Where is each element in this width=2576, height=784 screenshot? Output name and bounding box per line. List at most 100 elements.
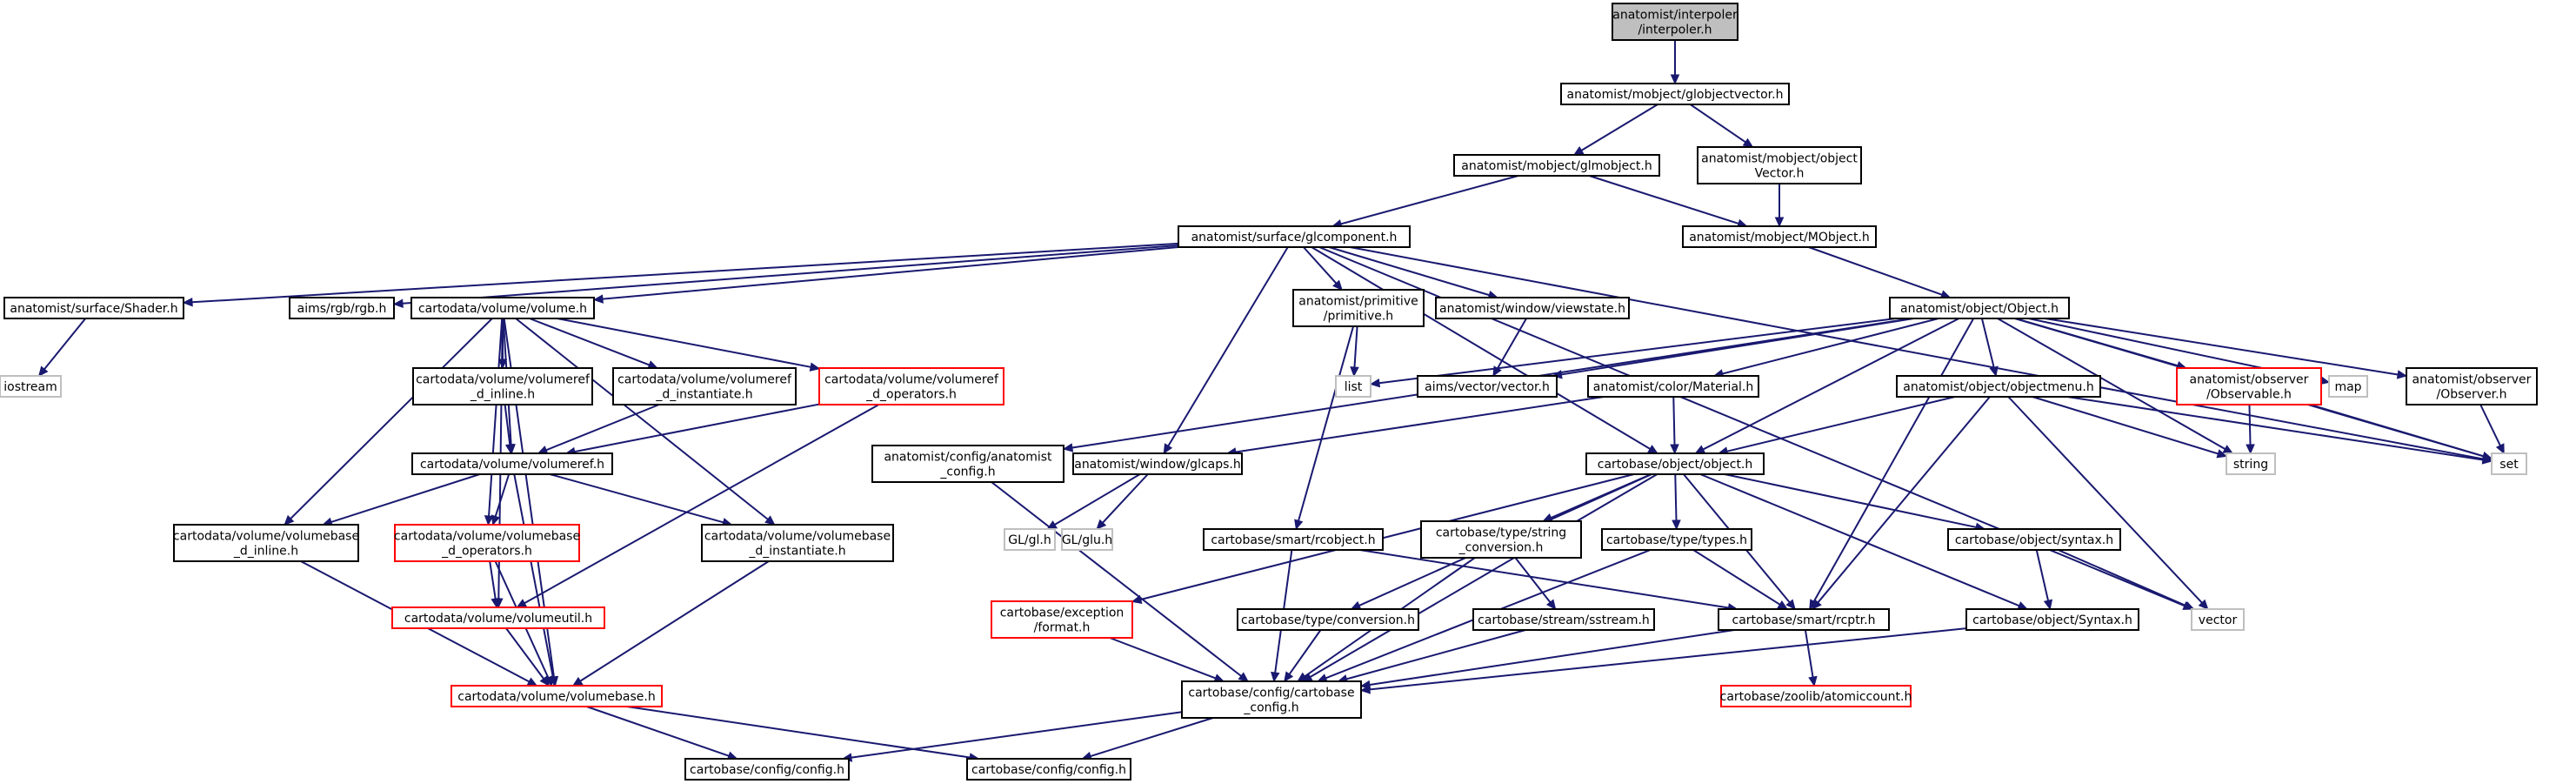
edge-shader-to-iostream [37,318,87,377]
node-mobject[interactable]: anatomist/mobject/MObject.h [1682,225,1877,248]
node-volumeutil[interactable]: cartodata/volume/volumeutil.h [391,606,605,629]
node-set[interactable]: set [2491,452,2527,475]
node-box [701,524,894,562]
node-box [684,758,850,781]
edge-volumeref_operators-to-volumeutil [516,404,879,608]
node-volumeref-instantiate[interactable]: cartodata/volume/volumeref_d_instantiate… [612,367,797,405]
node-config2[interactable]: cartobase/config/config.h [966,758,1131,781]
node-volumebase-operators[interactable]: cartodata/volume/volumebase_d_operators.… [394,524,580,562]
node-conversion[interactable]: cartobase/type/conversion.h [1237,608,1419,631]
node-cartobase-config[interactable]: cartobase/config/cartobase_config.h [1181,680,1362,719]
edge-glcomponent-to-set [1350,246,2493,464]
node-volume[interactable]: cartodata/volume/volume.h [410,297,595,319]
node-glu[interactable]: GL/glu.h [1061,528,1113,551]
node-interpoler[interactable]: anatomist/interpoler/interpoler.h [1612,3,1738,41]
node-box [1453,154,1660,177]
node-box [3,297,184,319]
node-volumeref-operators[interactable]: cartodata/volume/volumeref_d_operators.h [818,367,1004,405]
node-volumebase-inline[interactable]: cartodata/volume/volumebase_d_inline.h [173,524,359,562]
node-observable[interactable]: anatomist/observer/Observable.h [2176,367,2322,405]
node-glmobject[interactable]: anatomist/mobject/glmobject.h [1453,154,1660,177]
node-rgb[interactable]: aims/rgb/rgb.h [289,297,395,319]
node-viewstate[interactable]: anatomist/window/viewstate.h [1435,297,1630,319]
edge-objectmenu-to-vector [2007,396,2209,610]
node-string-conversion[interactable]: cartobase/type/string_conversion.h [1420,520,1582,559]
node-atomiccount[interactable]: cartobase/zoolib/atomiccount.h [1720,685,1912,707]
node-vector[interactable]: vector [2191,608,2245,631]
edge-conversion-to-cartobase_config [1284,629,1322,682]
node-syntax-H[interactable]: cartobase/object/Syntax.h [1965,608,2139,631]
edge-types-to-rcptr [1692,549,1788,610]
edge-glcomponent-to-cb_object [1311,246,1658,454]
node-string[interactable]: string [2226,452,2276,475]
node-box [1203,528,1384,551]
node-label: _d_instantiate.h [748,545,845,559]
node-object-h[interactable]: anatomist/object/Object.h [1889,297,2070,319]
node-rcptr[interactable]: cartobase/smart/rcptr.h [1718,608,1890,631]
node-box [1072,452,1243,475]
edge-rcptr-to-atomiccount [1804,629,1818,687]
node-box [1420,520,1582,559]
node-box [1061,528,1113,551]
node-map[interactable]: map [2328,375,2368,398]
edge-volumebase-to-config1 [586,706,738,761]
node-volumeref[interactable]: cartodata/volume/volumeref.h [411,452,613,475]
node-box [0,375,62,398]
node-label: anatomist/color/Material.h [1593,380,1754,394]
node-types[interactable]: cartobase/type/types.h [1601,528,1752,551]
node-label: anatomist/object/Object.h [1900,302,2059,316]
node-list[interactable]: list [1335,375,1371,398]
node-cb-object[interactable]: cartobase/object/object.h [1585,452,1765,475]
edge-cb_object-to-exception_format [1131,473,1634,604]
node-exception-format[interactable]: cartobase/exception/format.h [991,600,1133,639]
node-label: cartodata/volume/volumebase [394,530,580,544]
node-label: GL/gl.h [1008,533,1051,547]
node-primitive[interactable]: anatomist/primitive/primitive.h [1292,289,1425,327]
node-vector-h[interactable]: aims/vector/vector.h [1417,375,1558,398]
node-material[interactable]: anatomist/color/Material.h [1587,375,1759,398]
node-label: _config.h [939,466,995,479]
node-gl[interactable]: GL/gl.h [1004,528,1056,551]
node-volumebase[interactable]: cartodata/volume/volumebase.h [450,685,663,707]
edge-glcomponent-to-rgb [392,244,1179,308]
node-label: aims/vector/vector.h [1425,380,1550,394]
node-syntax-h[interactable]: cartobase/object/syntax.h [1947,528,2121,551]
edge-cb_object-to-syntax_h [1724,473,1986,532]
node-shader[interactable]: anatomist/surface/Shader.h [3,297,184,319]
edge-volume-to-volumebase_instantiate [515,318,776,526]
node-label: cartobase/object/Syntax.h [1972,613,2132,627]
node-glcaps[interactable]: anatomist/window/glcaps.h [1072,452,1243,475]
node-label: _config.h [1243,701,1298,715]
node-label: set [2499,458,2519,472]
node-volumebase-instantiate[interactable]: cartodata/volume/volumebase_d_instantiat… [701,524,894,562]
node-iostream[interactable]: iostream [0,375,62,398]
node-label: anatomist/mobject/glmobject.h [1461,159,1652,173]
edge-glcomponent-to-volume [592,245,1179,304]
node-sstream[interactable]: cartobase/stream/sstream.h [1472,608,1655,631]
node-config1[interactable]: cartobase/config/config.h [684,758,850,781]
edge-exception_format-to-cartobase_config [1109,637,1225,683]
edges-layer [37,40,2505,762]
node-volumeref-inline[interactable]: cartodata/volume/volumeref_d_inline.h [412,367,593,405]
node-label: GL/glu.h [1062,533,1112,547]
edge-volumeutil-to-volumebase [505,627,550,687]
node-rcobject[interactable]: cartobase/smart/rcobject.h [1203,528,1384,551]
node-anatomist-config[interactable]: anatomist/config/anatomist_config.h [871,445,1064,483]
node-box [1682,225,1877,248]
edge-object_h-to-observer [2045,318,2408,379]
node-box [2491,452,2527,475]
node-box [2226,452,2276,475]
node-label: cartobase/config/config.h [690,763,844,777]
node-observer[interactable]: anatomist/observer/Observer.h [2406,367,2538,405]
node-box [1178,225,1411,248]
edge-syntax_h-to-syntax_H [2035,549,2053,611]
node-label: map [2334,380,2361,394]
node-glcomponent[interactable]: anatomist/surface/glcomponent.h [1178,225,1411,248]
edge-volume-to-volumebase_operators [484,318,504,526]
edge-material-to-cb_object [1670,396,1679,455]
edge-objectmenu-to-set [2067,396,2493,465]
node-objectmenu[interactable]: anatomist/object/objectmenu.h [1896,375,2101,398]
node-globjectvector[interactable]: anatomist/mobject/globjectvector.h [1560,83,1790,105]
edge-volumeref_inline-to-volumeref [504,404,515,455]
